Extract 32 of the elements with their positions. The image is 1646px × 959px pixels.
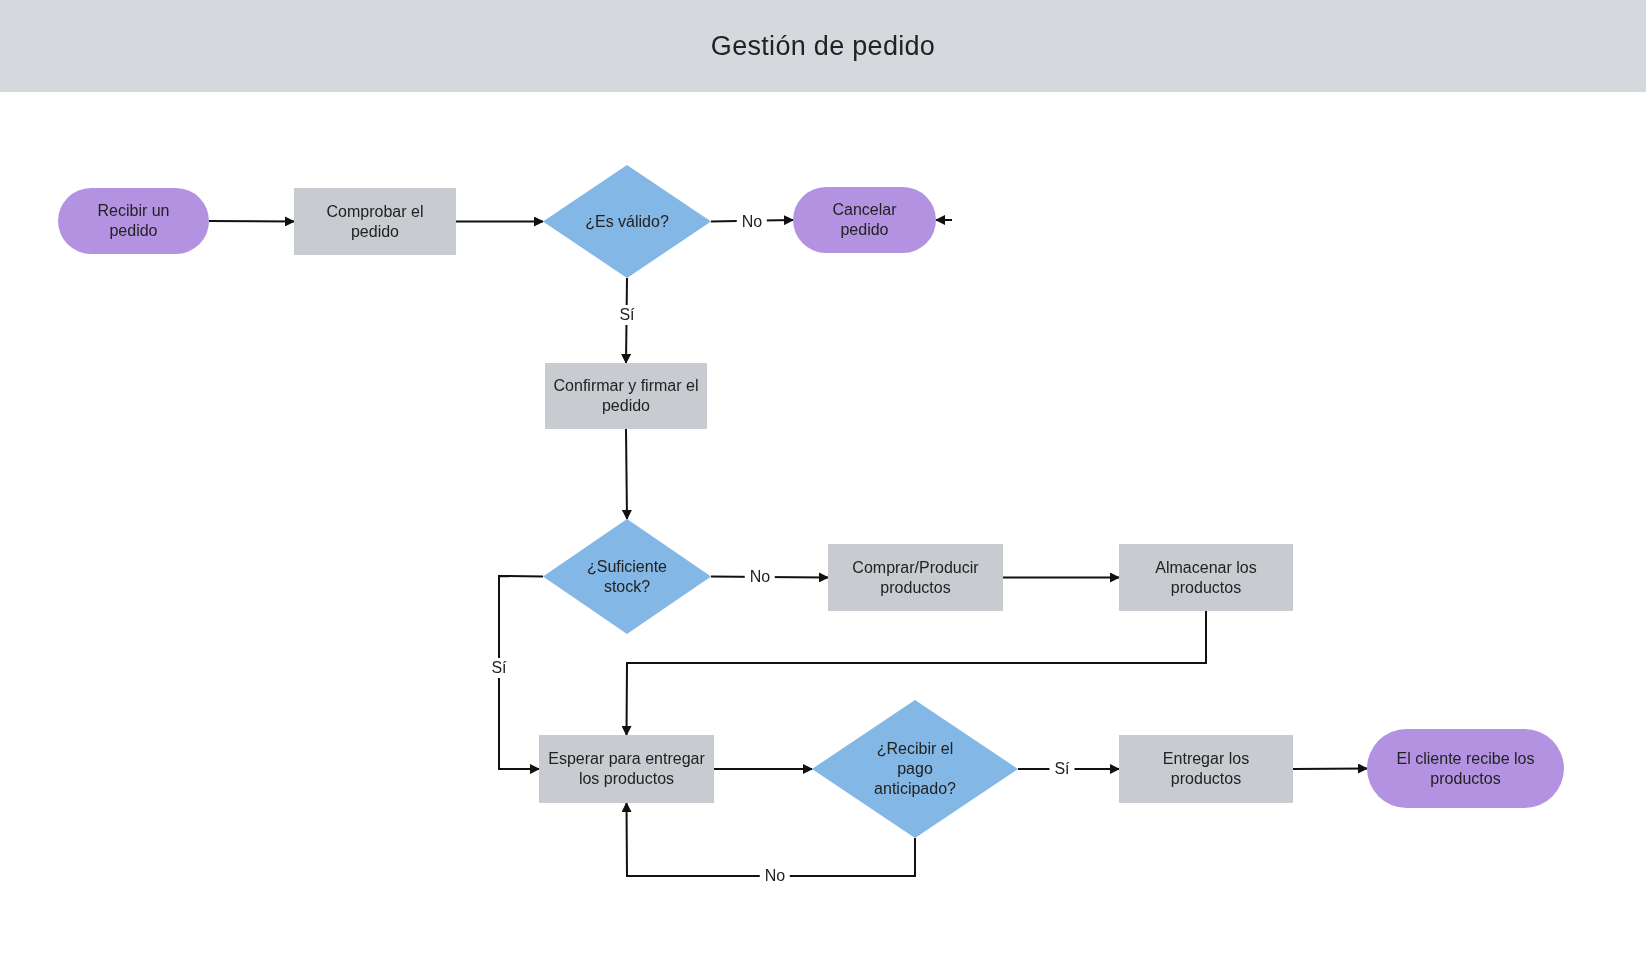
node-text: Recibir un pedido xyxy=(96,201,171,241)
decision-diamond xyxy=(543,519,711,634)
arrow xyxy=(498,575,544,774)
node-text: Cancelar pedido xyxy=(831,200,898,240)
title: Gestión de pedido xyxy=(710,30,936,62)
arrow xyxy=(713,764,813,774)
node-text: ¿Es válido? xyxy=(585,211,669,232)
process-box xyxy=(1119,735,1293,803)
arrow xyxy=(621,428,632,520)
node-text: El cliente recibe los productos xyxy=(1395,748,1536,789)
node-text: Esperar para entregar los productos xyxy=(547,749,706,789)
process-box xyxy=(828,544,1003,611)
node-text: Comprar/Producir productos xyxy=(851,557,980,598)
node-text: Almacenar los productos xyxy=(1154,557,1258,598)
process-box xyxy=(294,188,456,255)
decision-diamond xyxy=(543,165,711,278)
arrow xyxy=(455,216,544,227)
node-text: Entregar los productos xyxy=(1161,749,1251,789)
process-box xyxy=(1119,544,1293,611)
arrow xyxy=(935,215,953,225)
node-text: Confirmar y firmar el pedido xyxy=(553,376,699,416)
node-text: ¿Recibir el pago anticipado? xyxy=(873,739,957,799)
arrow xyxy=(208,216,295,227)
node-text: ¿Suficiente stock? xyxy=(585,556,668,597)
arrow xyxy=(621,802,916,877)
node-text: Comprobar el pedido xyxy=(325,201,425,242)
arrow xyxy=(1002,572,1120,583)
arrow xyxy=(1292,763,1368,774)
arrow xyxy=(621,610,1207,736)
process-box xyxy=(545,363,707,429)
decision-diamond xyxy=(812,700,1018,838)
process-box xyxy=(539,735,714,803)
